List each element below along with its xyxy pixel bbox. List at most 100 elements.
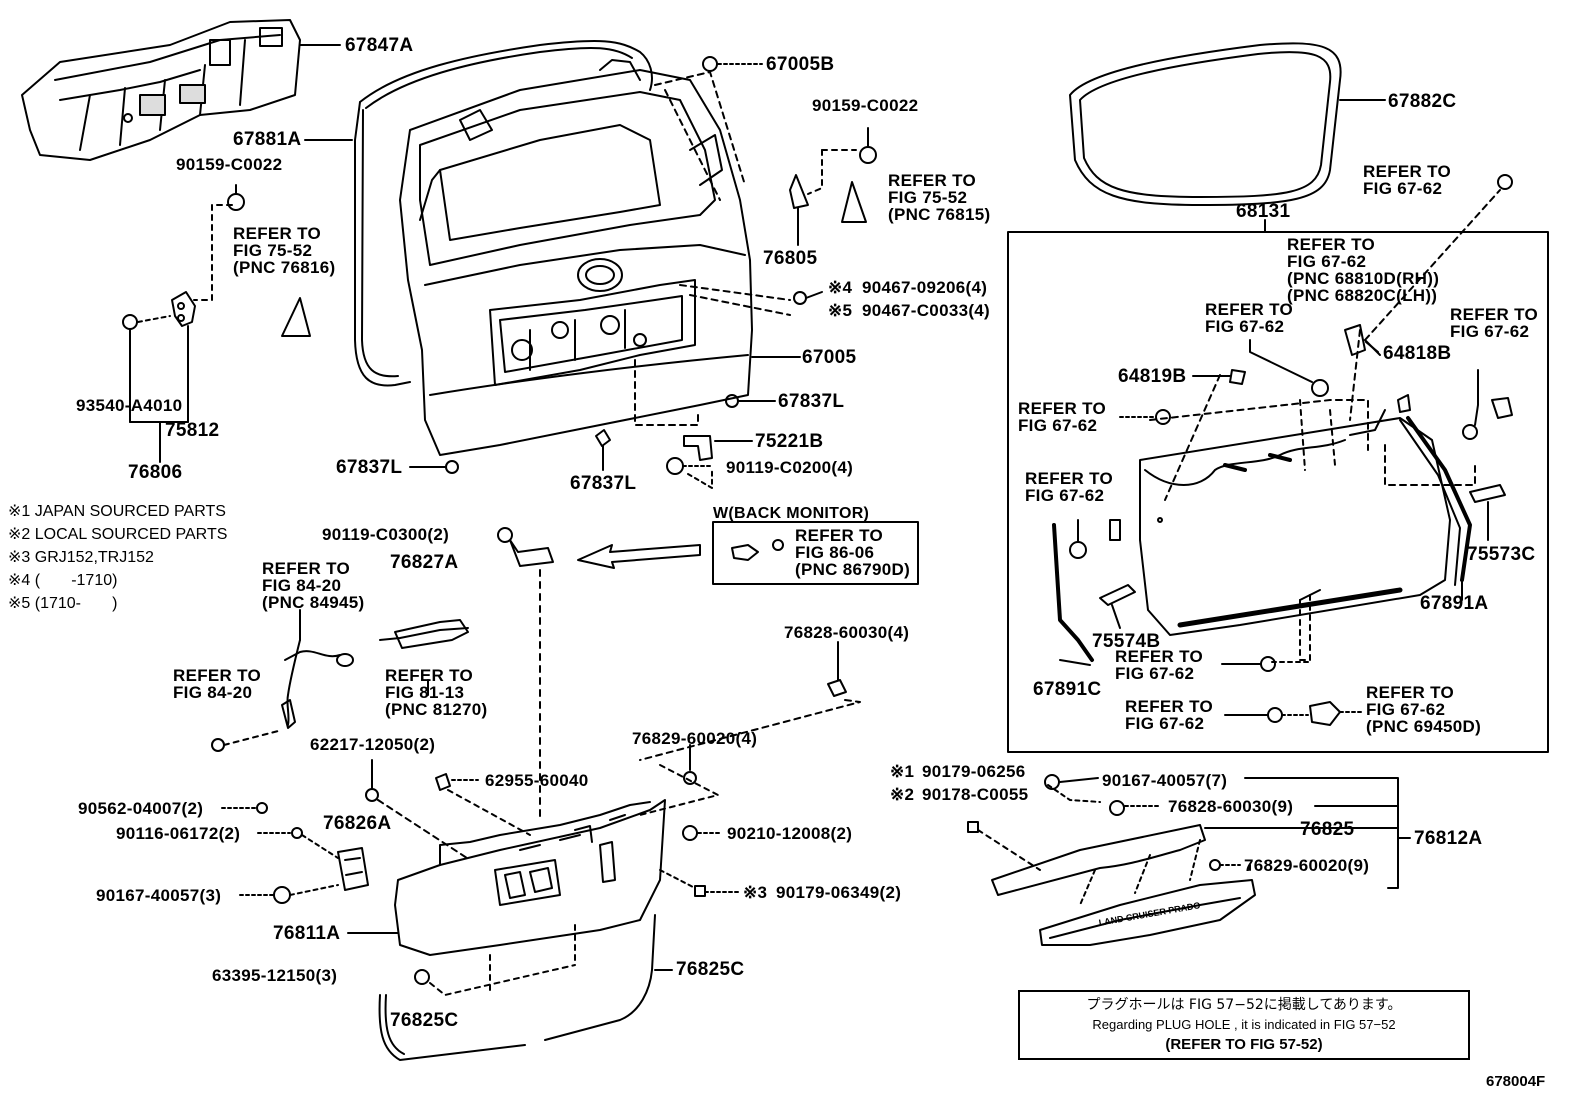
clip-76828-icon xyxy=(827,679,847,697)
washer-90562-icon xyxy=(256,802,268,814)
part-number-76825C-right: 76825C xyxy=(676,959,745,980)
clip-90179-icon xyxy=(967,821,979,833)
back-monitor-title: W(BACK MONITOR) xyxy=(713,505,870,522)
clip-63395-icon xyxy=(414,969,430,985)
clip-76828-icon xyxy=(1109,800,1125,816)
part-number-76806: 76806 xyxy=(128,462,183,483)
plug-note-refer: (REFER TO FIG 57-52) xyxy=(1165,1036,1323,1053)
figure-id: 678004F xyxy=(1486,1073,1546,1090)
garnish-75574B xyxy=(1099,584,1136,606)
part-number-67891A: 67891A xyxy=(1420,593,1489,614)
part-number-76805: 76805 xyxy=(763,248,818,269)
footnote-5: ※5 (1710- ) xyxy=(8,595,118,612)
part-number-67005B: 67005B xyxy=(766,54,835,75)
footnote-2: ※2 LOCAL SOURCED PARTS xyxy=(8,526,228,543)
mark-5: ※5 xyxy=(828,301,853,320)
hinge-75812 xyxy=(122,184,245,463)
mark-4: ※4 xyxy=(828,278,853,297)
part-number-67837L-right: 67837L xyxy=(778,391,845,412)
part-number-90119-C0300: 90119-C0300(2) xyxy=(322,525,450,544)
seal-76825C-lower xyxy=(378,994,526,1061)
weatherstrip-67881A xyxy=(354,39,653,387)
mark-3: ※3 xyxy=(743,883,768,902)
bracket-76826A xyxy=(337,847,369,891)
part-number-67882C: 67882C xyxy=(1388,91,1457,112)
bracket-76827A xyxy=(509,539,554,567)
washer-69450D-icon xyxy=(1309,701,1341,726)
part-number-76827A: 76827A xyxy=(390,552,459,573)
part-number-76828-60030-4: 76828-60030(4) xyxy=(784,623,910,642)
part-number-90562: 90562-04007(2) xyxy=(78,799,204,818)
part-number-67847A: 67847A xyxy=(345,35,414,56)
refer-fig-67-62-top: REFER TO FIG 67-62 xyxy=(1363,162,1452,198)
screw-62217-icon xyxy=(365,788,379,802)
part-number-90210: 90210-12008(2) xyxy=(727,824,853,843)
part-number-75573C: 75573C xyxy=(1467,544,1536,565)
clip-67005B-icon xyxy=(702,56,718,72)
moulding-67891C xyxy=(1052,523,1094,662)
clip-67837L-icon xyxy=(725,394,739,408)
part-number-62955: 62955-60040 xyxy=(485,771,589,790)
mark-1: ※1 xyxy=(890,762,915,781)
refer-fig-67-62-pnc-69450D: REFER TO FIG 67-62 (PNC 69450D) xyxy=(1366,683,1482,736)
refer-fig-67-62-bottom-2: REFER TO FIG 67-62 xyxy=(1125,697,1214,733)
part-number-67837L-left: 67837L xyxy=(336,457,403,478)
plug-note-english: Regarding PLUG HOLE , it is indicated in… xyxy=(1092,1017,1396,1032)
cover-76816 xyxy=(281,297,311,337)
bolt-90467-icon xyxy=(793,291,807,305)
refer-fig-75-52-right: REFER TO FIG 75-52 (PNC 76815) xyxy=(888,171,991,224)
insulator-pad-67847A xyxy=(21,19,301,161)
part-number-75574B: 75574B xyxy=(1092,631,1161,652)
part-number-76825: 76825 xyxy=(1300,819,1355,840)
part-number-67881A: 67881A xyxy=(233,129,302,150)
part-number-90167-3: 90167-40057(3) xyxy=(96,886,222,905)
refer-fig-67-62-bottom-1: REFER TO FIG 67-62 xyxy=(1115,647,1204,683)
part-number-62217: 62217-12050(2) xyxy=(310,735,436,754)
part-number-68131: 68131 xyxy=(1236,201,1291,222)
part-number-75221B: 75221B xyxy=(755,431,824,452)
footnote-3: ※3 GRJ152,TRJ152 xyxy=(8,549,154,566)
hinge-68810D-icon xyxy=(1344,324,1366,356)
garnish-75573C xyxy=(1469,484,1506,503)
clip-90179-icon xyxy=(694,885,706,897)
arrow-back-monitor xyxy=(577,544,701,569)
part-number-67891C: 67891C xyxy=(1033,679,1102,700)
part-number-64818B: 64818B xyxy=(1383,343,1452,364)
clip-76829-icon xyxy=(1209,859,1221,871)
bolt-90119-icon xyxy=(497,527,513,543)
clip-64819B-icon xyxy=(1229,369,1246,385)
part-number-67005: 67005 xyxy=(802,347,857,368)
part-number-90467-09206: 90467-09206(4) xyxy=(862,278,988,297)
part-number-90179-06349: 90179-06349(2) xyxy=(776,883,902,902)
part-number-64819B: 64819B xyxy=(1118,366,1187,387)
clip-62955-icon xyxy=(435,773,451,791)
part-number-93540: 93540-A4010 xyxy=(76,396,183,415)
clip-67837L-icon xyxy=(445,460,459,474)
back-monitor-box xyxy=(712,521,919,585)
cover-76815 xyxy=(841,181,867,223)
part-number-90159-left: 90159-C0022 xyxy=(176,155,283,174)
moulding-67891A xyxy=(1406,416,1472,582)
part-number-76826A: 76826A xyxy=(323,813,392,834)
glass-seal-67882C xyxy=(1069,42,1342,206)
back-door-panel-67005 xyxy=(399,59,753,456)
nut-90210-icon xyxy=(682,825,698,841)
nut-icon xyxy=(1267,707,1283,723)
part-number-75812: 75812 xyxy=(165,420,220,441)
part-number-76829-60020-4: 76829-60020(4) xyxy=(632,729,758,748)
plug-note-japanese: プラグホールは FIG 57−52に掲載してあります。 xyxy=(1086,997,1402,1013)
footnote-1: ※1 JAPAN SOURCED PARTS xyxy=(8,503,226,520)
refer-fig-67-62-pnc-68810D: REFER TO FIG 67-62 (PNC 68810D(RH)) (PNC… xyxy=(1287,235,1440,305)
seal-76825C-right xyxy=(544,914,656,1041)
stud-icon xyxy=(1311,379,1329,397)
refer-fig-75-52-left: REFER TO FIG 75-52 (PNC 76816) xyxy=(233,224,336,277)
refer-fig-67-62-right: REFER TO FIG 67-62 xyxy=(1450,305,1539,341)
refer-fig-84-20-top: REFER TO FIG 84-20 (PNC 84945) xyxy=(262,559,365,612)
part-number-63395: 63395-12150(3) xyxy=(212,966,338,985)
part-number-90159-right: 90159-C0022 xyxy=(812,96,919,115)
clip-67837L-icon xyxy=(595,429,611,447)
dashed-67005B xyxy=(654,71,746,201)
refer-fig-84-20-bottom: REFER TO FIG 84-20 xyxy=(173,666,262,702)
